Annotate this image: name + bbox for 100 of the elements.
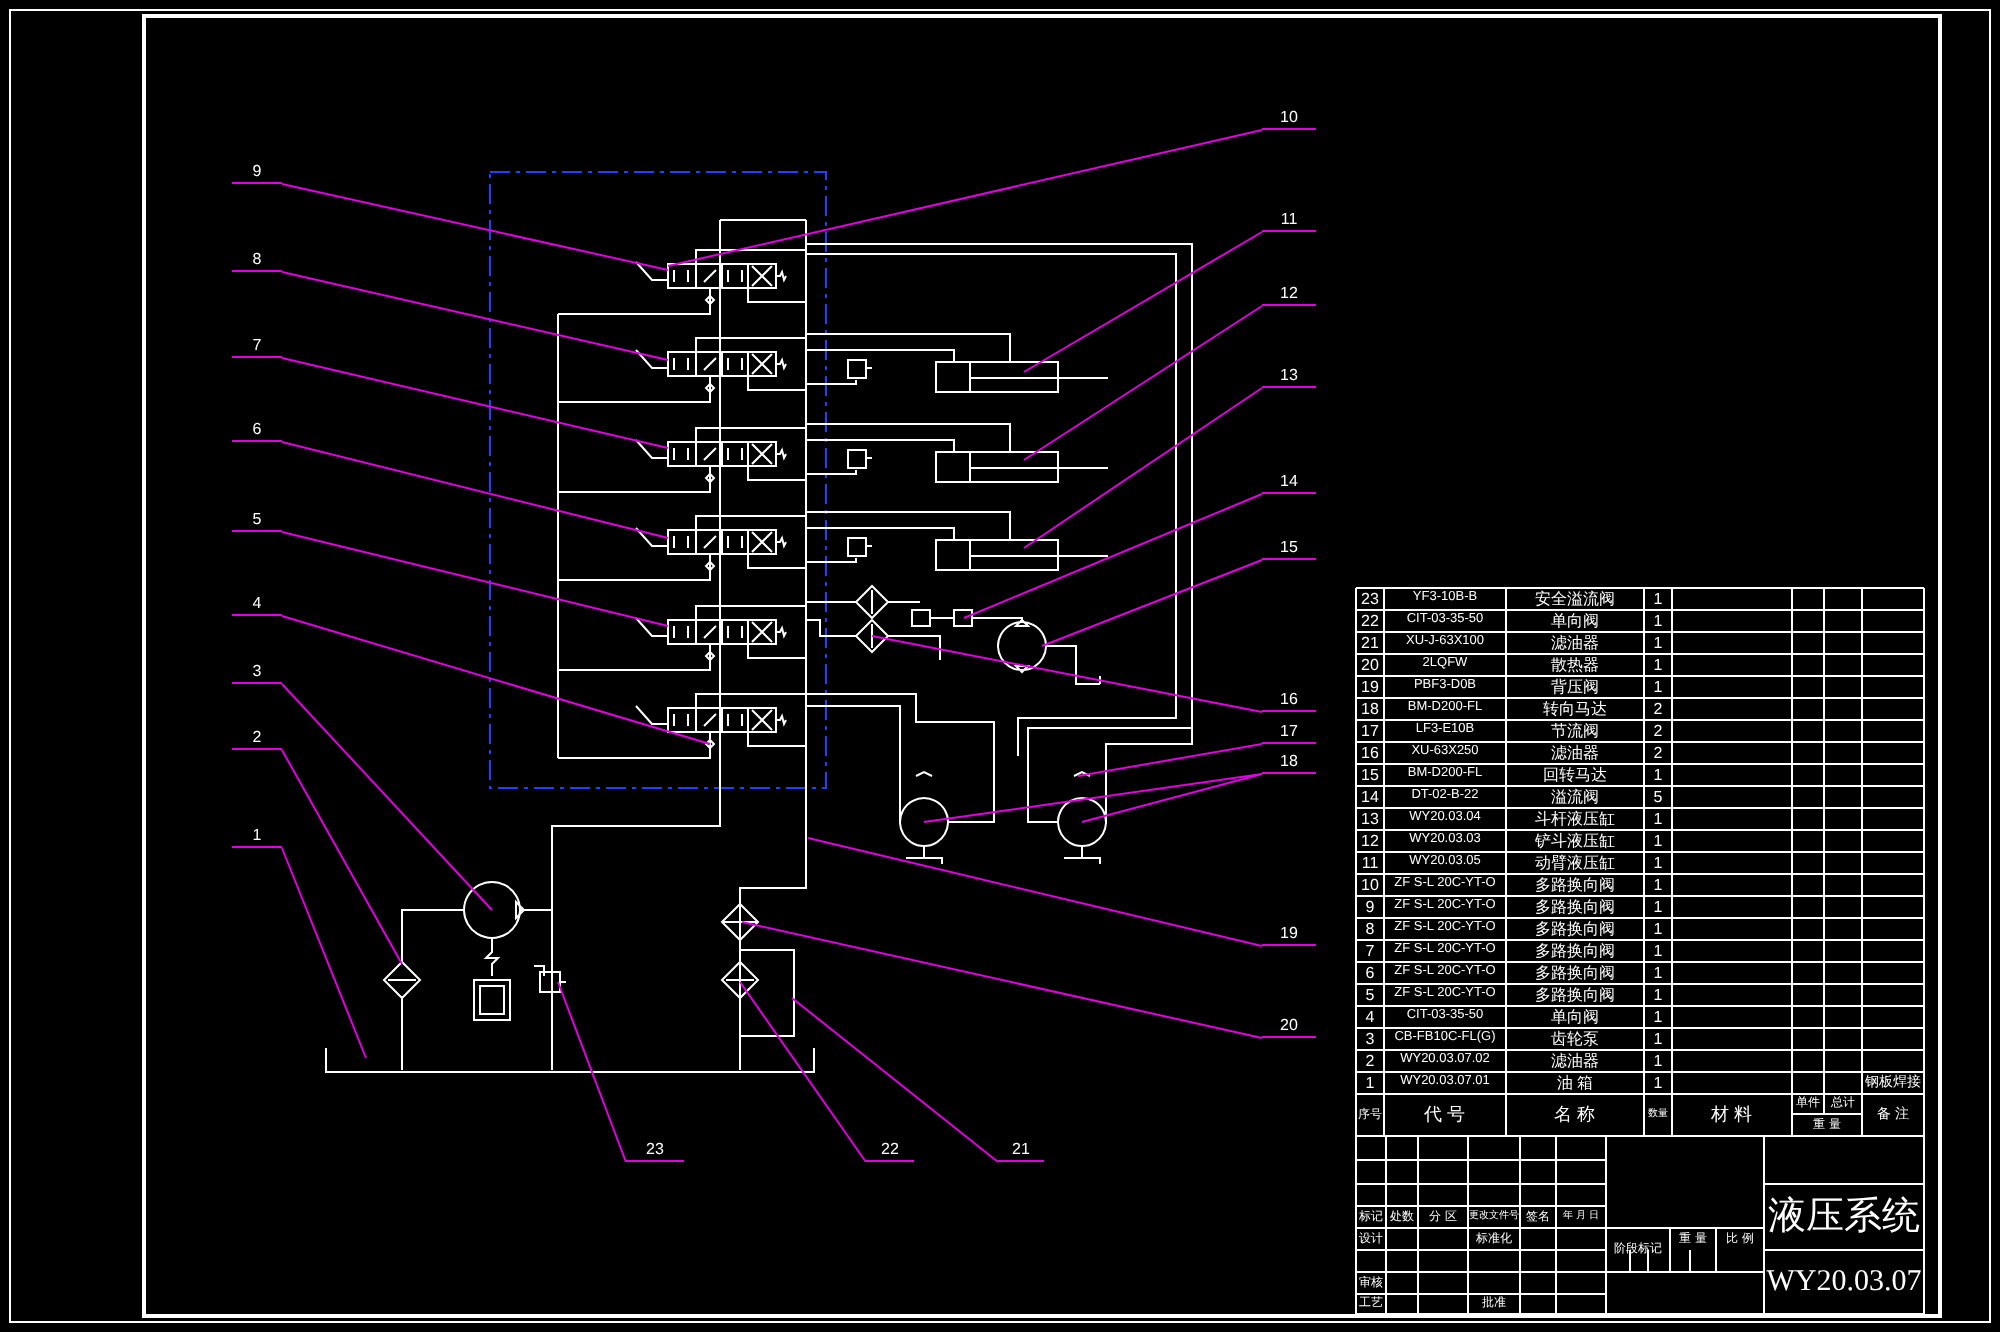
leader-line [281, 847, 367, 1059]
table-text: 1 [1653, 1075, 1663, 1091]
table-text: 1 [1653, 657, 1663, 673]
callout-number: 14 [1262, 470, 1316, 494]
table-text: 多路换向阀 [1535, 965, 1615, 981]
drawing-title: 液压系统 [1768, 1198, 1920, 1236]
table-text: 1 [1653, 921, 1663, 937]
table-text: 1 [1653, 1031, 1663, 1047]
table-text: 2 [1653, 723, 1663, 739]
callout-number: 23 [626, 1138, 684, 1162]
table-text: 1 [1653, 811, 1663, 827]
table-text: 14 [1361, 789, 1379, 805]
table-text: 1 [1653, 833, 1663, 849]
table-text: 1 [1653, 899, 1663, 915]
table-text: 1 [1653, 943, 1663, 959]
table-text: 11 [1361, 855, 1379, 871]
callout-number: 4 [232, 592, 282, 616]
table-text: 斗杆液压缸 [1535, 811, 1615, 827]
table-text: 8 [1365, 921, 1375, 937]
callout-number: 21 [998, 1138, 1044, 1162]
leader-line [741, 921, 1263, 1039]
table-text: 15 [1361, 767, 1379, 783]
leader-line [871, 635, 1263, 713]
table-text: 2 [1365, 1053, 1375, 1069]
table-text: 滤油器 [1551, 635, 1599, 651]
callout-number: 19 [1262, 922, 1316, 946]
table-text: 6 [1365, 965, 1375, 981]
table-text: 1 [1653, 1053, 1663, 1069]
table-text: 1 [1653, 613, 1663, 629]
leader-line [281, 615, 711, 745]
callout-number: 11 [1262, 208, 1316, 232]
leader-line [667, 129, 1263, 267]
callout-number: 8 [232, 248, 282, 272]
leader-line [1081, 773, 1263, 823]
table-text: 5 [1365, 987, 1375, 1003]
leader-line [739, 981, 867, 1163]
table-text: 节流阀 [1551, 723, 1599, 739]
table-text: 多路换向阀 [1535, 987, 1615, 1003]
callout-number: 2 [232, 726, 282, 750]
leader-line [281, 357, 669, 449]
leader-line [557, 981, 627, 1163]
leader-line [281, 441, 669, 539]
callout-number: 9 [232, 160, 282, 184]
table-text: 3 [1365, 1031, 1375, 1047]
leader-line [923, 773, 1263, 823]
table-text: 安全溢流阀 [1535, 591, 1615, 607]
table-text: 1 [1653, 767, 1663, 783]
callout-number: 10 [1262, 106, 1316, 130]
table-text: 多路换向阀 [1535, 921, 1615, 937]
table-text: 7 [1365, 943, 1375, 959]
leader-line [963, 493, 1263, 619]
table-text: 13 [1361, 811, 1379, 827]
table-text: 动臂液压缸 [1535, 855, 1615, 871]
callout-number: 22 [866, 1138, 914, 1162]
table-text: 23 [1361, 591, 1379, 607]
leader-line [1077, 743, 1263, 777]
callout-number: 5 [232, 508, 282, 532]
table-text: 1 [1653, 679, 1663, 695]
table-text: 名 称 [1554, 1106, 1596, 1124]
table-text: 代 号 [1424, 1106, 1466, 1124]
leader-line [1023, 387, 1263, 549]
table-text: 1 [1653, 965, 1663, 981]
leader-line [281, 183, 669, 271]
table-text: 21 [1361, 635, 1379, 651]
table-text: 20 [1361, 657, 1379, 673]
drawing-number: WY20.03.07 [1766, 1267, 1922, 1297]
table-text: 1 [1653, 987, 1663, 1003]
table-text: 5 [1653, 789, 1663, 805]
leader-line [1023, 231, 1263, 373]
table-text: 1 [1653, 855, 1663, 871]
table-text: 转向马达 [1543, 701, 1607, 717]
callout-number: 15 [1262, 536, 1316, 560]
callout-number: 18 [1262, 750, 1316, 774]
table-text: 9 [1365, 899, 1375, 915]
callout-number: 3 [232, 660, 282, 684]
table-text: 2 [1653, 701, 1663, 717]
table-text: 齿轮泵 [1551, 1031, 1599, 1047]
table-text: 铲斗液压缸 [1535, 833, 1615, 849]
callout-number: 13 [1262, 364, 1316, 388]
leader-line [281, 531, 669, 627]
leader-line [791, 997, 999, 1163]
table-text: 12 [1361, 833, 1379, 849]
leader-line [1041, 559, 1263, 647]
table-text: 滤油器 [1551, 1053, 1599, 1069]
table-text: 2 [1653, 745, 1663, 761]
callout-number: 20 [1262, 1014, 1316, 1038]
table-text: 材 料 [1711, 1106, 1753, 1124]
table-text: 多路换向阀 [1535, 899, 1615, 915]
leader-line [281, 683, 493, 911]
table-text: 16 [1361, 745, 1379, 761]
callout-number: 6 [232, 418, 282, 442]
callout-number: 7 [232, 334, 282, 358]
leader-line [281, 271, 669, 361]
table-text: 22 [1361, 613, 1379, 629]
callout-number: 16 [1262, 688, 1316, 712]
table-text: 1 [1365, 1075, 1375, 1091]
callout-number: 12 [1262, 282, 1316, 306]
table-text: 1 [1653, 591, 1663, 607]
table-text: 散热器 [1551, 657, 1599, 673]
table-text: 油 箱 [1556, 1075, 1594, 1091]
